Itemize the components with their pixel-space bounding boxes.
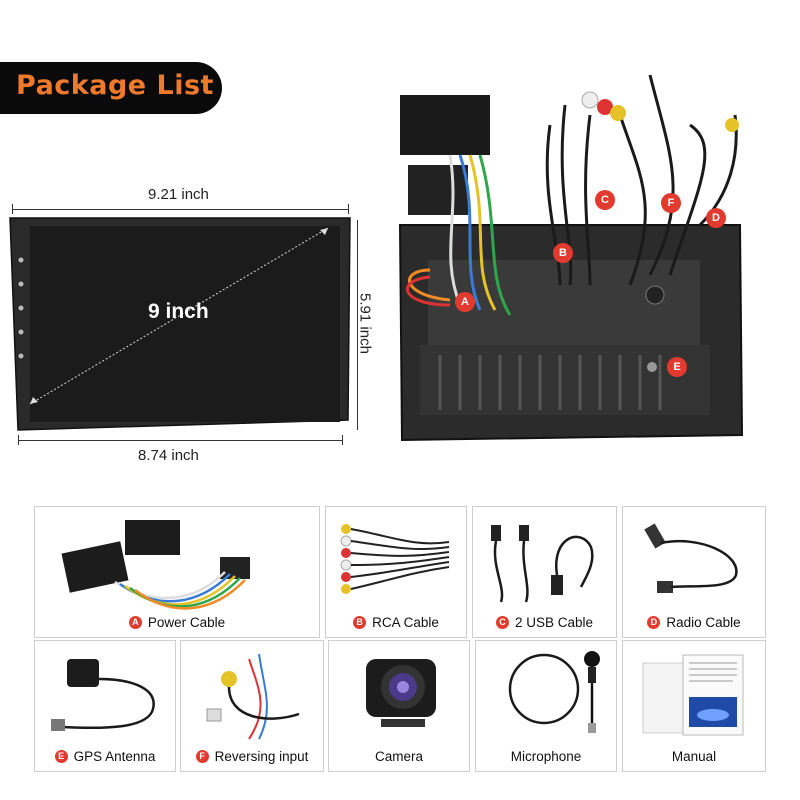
package-list-banner: Package List: [0, 62, 222, 114]
item-label: GPS Antenna: [73, 749, 156, 764]
side-dimension-line: [357, 220, 358, 430]
radio-cable-caption: D Radio Cable: [623, 615, 765, 630]
back-label-a: A: [455, 292, 475, 312]
back-label-c: C: [595, 190, 615, 210]
bottom-dimension-label: 8.74 inch: [138, 447, 199, 464]
top-dimension-tick-right: [348, 204, 349, 214]
radio-cable-image: [644, 523, 738, 593]
top-dimension-tick-left: [12, 204, 13, 214]
badge-a: A: [128, 616, 142, 629]
bottom-dimension-line: [18, 440, 343, 441]
item-usb-cable: C 2 USB Cable: [472, 506, 617, 638]
item-rca-cable: B RCA Cable: [325, 506, 467, 638]
usb-cable-caption: C 2 USB Cable: [473, 615, 616, 630]
manual-caption: Manual: [623, 749, 765, 764]
bottom-dimension-tick-right: [342, 435, 343, 445]
gps-antenna-image: [51, 659, 155, 731]
manual-image: [642, 654, 744, 736]
badge-b: B: [353, 616, 367, 629]
item-label: RCA Cable: [372, 615, 439, 630]
power-cable-image: [61, 520, 250, 610]
rca-cable-image: [340, 524, 450, 594]
banner-title: Package List: [16, 70, 214, 101]
head-unit-front: [9, 217, 351, 431]
item-power-cable: A Power Cable: [34, 506, 320, 638]
item-label: Microphone: [510, 749, 582, 764]
item-microphone: Microphone: [475, 640, 617, 772]
item-label: Manual: [671, 749, 717, 764]
item-label: Reversing input: [214, 749, 309, 764]
head-unit-back-view: [398, 74, 744, 442]
item-radio-cable: D Radio Cable: [622, 506, 766, 638]
top-dimension-label: 9.21 inch: [148, 186, 209, 203]
rca-cable-caption: B RCA Cable: [326, 615, 466, 630]
back-label-b: B: [553, 243, 573, 263]
item-label: Radio Cable: [666, 615, 741, 630]
back-label-f: F: [661, 193, 681, 213]
back-label-e: E: [667, 357, 687, 377]
diagonal-size-label: 9 inch: [148, 300, 209, 323]
badge-f: F: [195, 750, 209, 763]
item-gps-antenna: E GPS Antenna: [34, 640, 176, 772]
camera-caption: Camera: [329, 749, 469, 764]
reversing-input-image: [206, 653, 300, 740]
badge-e: E: [54, 750, 68, 763]
power-cable-caption: A Power Cable: [35, 615, 319, 630]
item-label: Power Cable: [147, 615, 226, 630]
item-manual: Manual: [622, 640, 766, 772]
item-reversing-input: F Reversing input: [180, 640, 324, 772]
reversing-input-caption: F Reversing input: [181, 749, 323, 764]
usb-cable-image: [491, 525, 594, 603]
microphone-caption: Microphone: [476, 749, 616, 764]
badge-d: D: [647, 616, 661, 629]
back-label-d: D: [706, 208, 726, 228]
bottom-dimension-tick-left: [18, 435, 19, 445]
microphone-image: [508, 651, 600, 733]
camera-image: [366, 659, 436, 727]
item-label: 2 USB Cable: [514, 615, 594, 630]
gps-antenna-caption: E GPS Antenna: [35, 749, 175, 764]
item-camera: Camera: [328, 640, 470, 772]
badge-c: C: [495, 616, 509, 629]
top-dimension-line: [12, 209, 349, 210]
item-label: Camera: [374, 749, 423, 764]
